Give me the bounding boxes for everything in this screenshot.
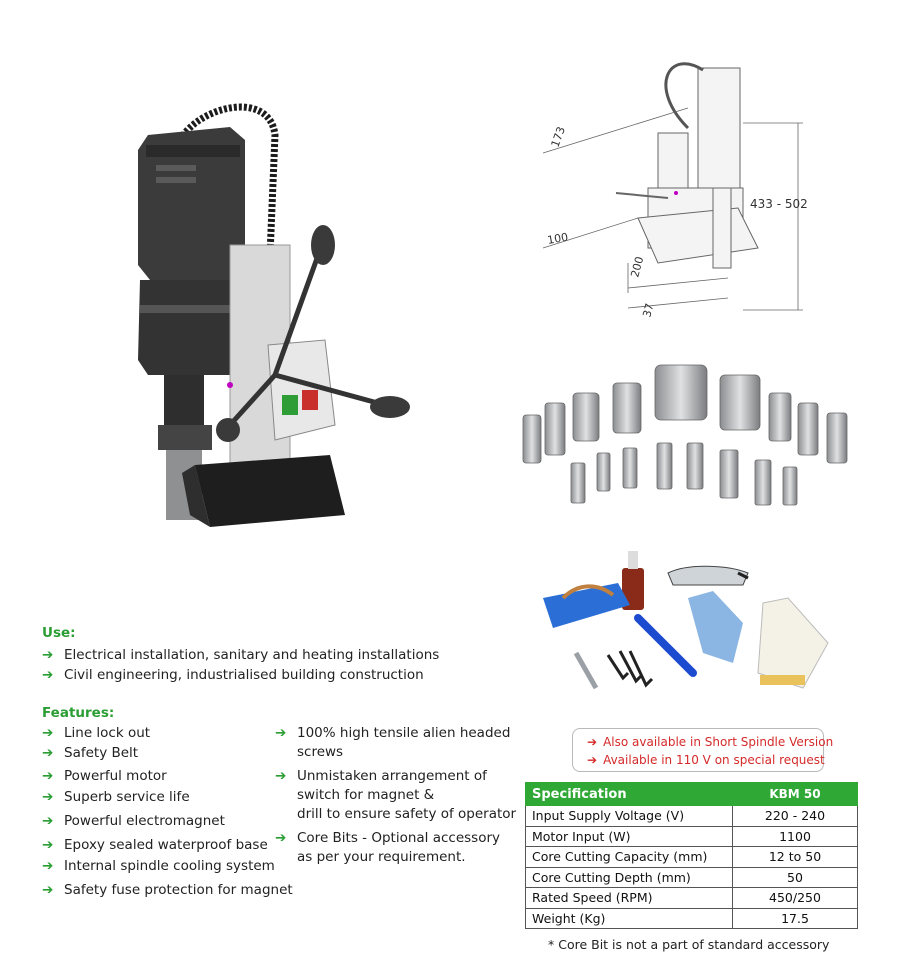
- arrow-right-icon: ➔: [42, 725, 54, 741]
- feature-item: ➔Line lock out: [42, 725, 151, 741]
- feature-item: ➔Core Bits - Optional accessory as per y…: [275, 830, 500, 865]
- accessories-image: [543, 551, 829, 690]
- arrow-right-icon: ➔: [42, 768, 54, 784]
- spec-label: Core Cutting Capacity (mm): [525, 846, 733, 868]
- use-item: ➔Electrical installation, sanitary and h…: [42, 647, 440, 663]
- spec-header-model: KBM 50: [732, 782, 858, 806]
- table-row: Core Cutting Depth (mm)50: [525, 866, 858, 888]
- arrow-right-icon: ➔: [42, 837, 54, 853]
- table-header-row: Specification KBM 50: [525, 782, 858, 806]
- dimension-diagram-image: 173 100 200 37 433 - 502: [542, 62, 808, 319]
- arrow-right-icon: ➔: [42, 813, 54, 829]
- dimension-200: 200: [628, 255, 646, 279]
- arrow-right-icon: ➔: [42, 789, 54, 805]
- table-row: Motor Input (W)1100: [525, 825, 858, 847]
- table-row: Rated Speed (RPM)450/250: [525, 887, 858, 909]
- note-line: ➔Also available in Short Spindle Version: [587, 735, 834, 749]
- feature-item: ➔Unmistaken arrangement of switch for ma…: [275, 768, 517, 822]
- arrow-right-icon: ➔: [42, 858, 54, 874]
- feature-item: ➔Superb service life: [42, 789, 190, 805]
- arrow-right-icon: ➔: [587, 735, 598, 749]
- feature-item: ➔100% high tensile alien headed screws: [275, 725, 511, 760]
- dimension-173: 173: [549, 125, 568, 149]
- arrow-right-icon: ➔: [42, 667, 54, 683]
- spec-label: Input Supply Voltage (V): [525, 805, 733, 827]
- dimension-100: 100: [546, 231, 569, 247]
- table-row: Input Supply Voltage (V)220 - 240: [525, 805, 858, 827]
- use-heading: Use:: [42, 625, 76, 641]
- features-heading: Features:: [42, 705, 115, 721]
- spec-label: Core Cutting Depth (mm): [525, 866, 733, 888]
- dimension-height: 433 - 502: [750, 197, 808, 211]
- arrow-right-icon: ➔: [42, 745, 54, 761]
- arrow-right-icon: ➔: [42, 882, 54, 898]
- spec-label: Weight (Kg): [525, 907, 733, 929]
- spec-value: 17.5: [732, 907, 858, 929]
- footnote: * Core Bit is not a part of standard acc…: [548, 937, 830, 952]
- feature-item: ➔Powerful motor: [42, 768, 167, 784]
- feature-item: ➔Internal spindle cooling system: [42, 858, 275, 874]
- spec-value: 450/250: [732, 887, 858, 909]
- arrow-right-icon: ➔: [275, 725, 287, 741]
- table-row: Weight (Kg)17.5: [525, 907, 858, 929]
- spec-value: 50: [732, 866, 858, 888]
- availability-note: ➔Also available in Short Spindle Version…: [572, 728, 834, 772]
- table-row: Core Cutting Capacity (mm)12 to 50: [525, 846, 858, 868]
- arrow-right-icon: ➔: [275, 768, 287, 784]
- magnetic-drill-image: [138, 103, 410, 527]
- dimension-37: 37: [640, 302, 656, 319]
- feature-item: ➔Powerful electromagnet: [42, 813, 225, 829]
- spec-header-label: Specification: [525, 782, 733, 806]
- arrow-right-icon: ➔: [275, 830, 287, 846]
- spec-label: Motor Input (W): [525, 825, 733, 847]
- arrow-right-icon: ➔: [587, 753, 598, 767]
- feature-item: ➔Epoxy sealed waterproof base: [42, 837, 268, 853]
- note-line: ➔Available in 110 V on special request: [587, 753, 825, 767]
- core-cutters-image: [522, 364, 848, 506]
- spec-label: Rated Speed (RPM): [525, 887, 733, 909]
- arrow-right-icon: ➔: [42, 647, 54, 663]
- spec-value: 12 to 50: [732, 846, 858, 868]
- spec-value: 220 - 240: [732, 805, 858, 827]
- use-item: ➔Civil engineering, industrialised build…: [42, 667, 424, 683]
- feature-item: ➔Safety fuse protection for magnet: [42, 882, 293, 898]
- specification-table: Specification KBM 50 Input Supply Voltag…: [525, 782, 858, 929]
- spec-value: 1100: [732, 825, 858, 847]
- feature-item: ➔Safety Belt: [42, 745, 139, 761]
